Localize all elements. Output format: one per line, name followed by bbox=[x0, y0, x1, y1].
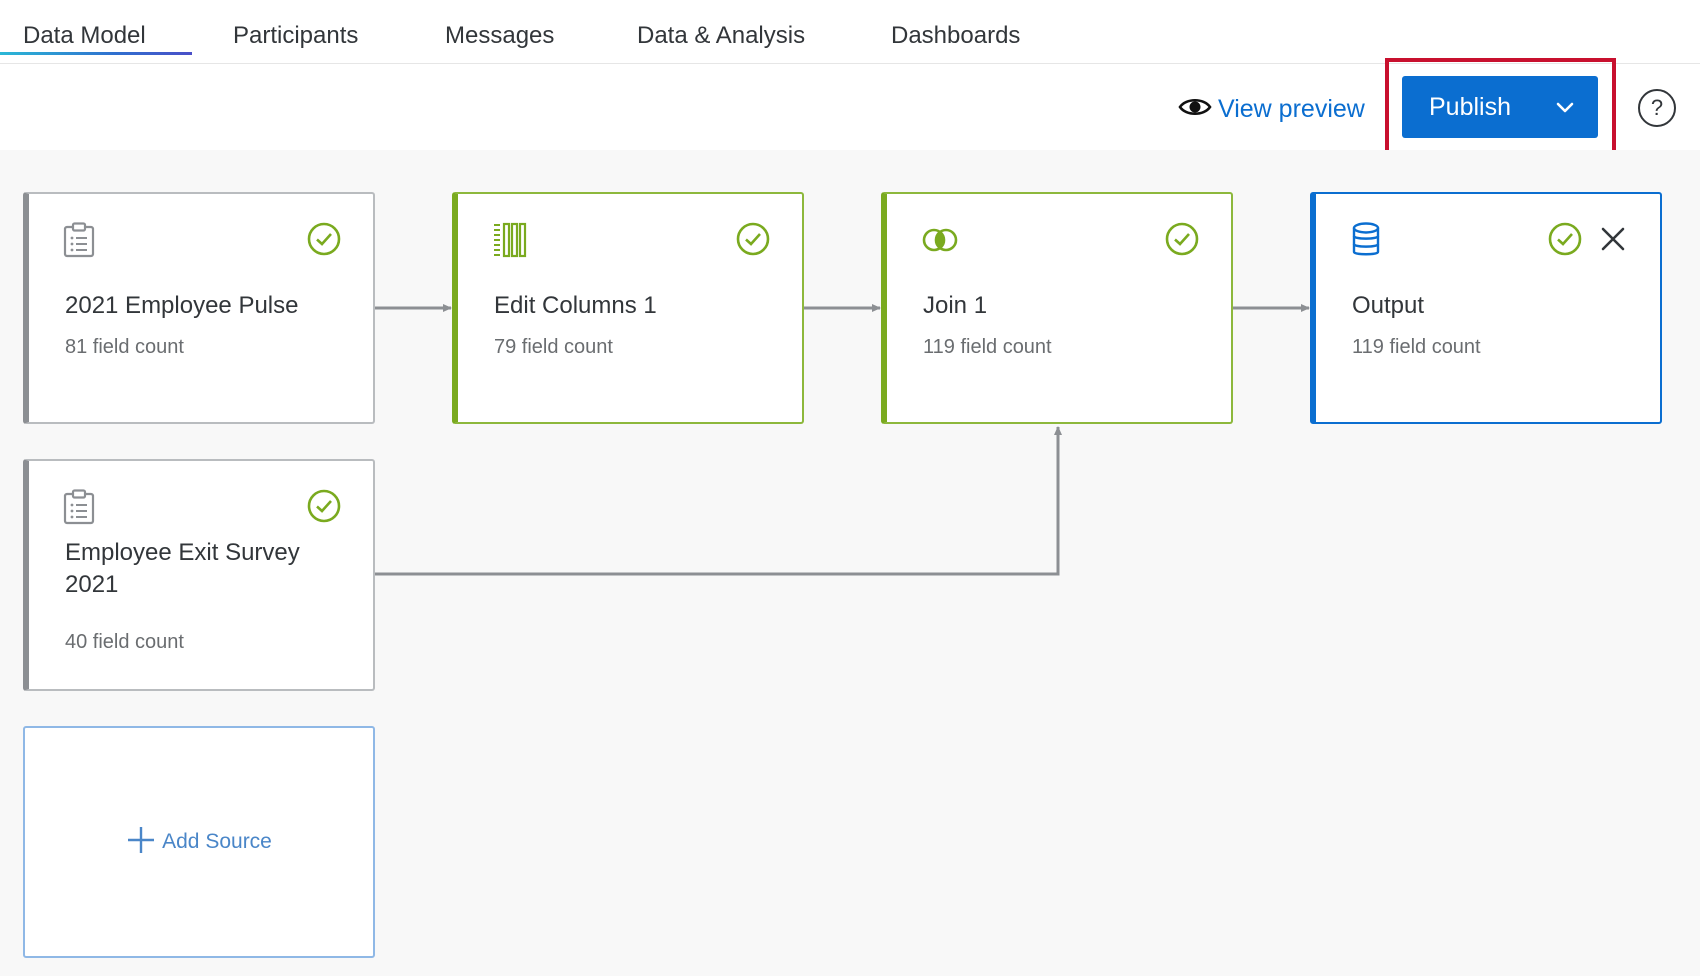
clipboard-icon bbox=[63, 489, 95, 530]
node-output[interactable]: Output 119 field count bbox=[1310, 192, 1662, 424]
close-icon[interactable] bbox=[1600, 226, 1626, 257]
node-field-count: 119 field count bbox=[923, 336, 1052, 358]
node-field-count: 81 field count bbox=[65, 336, 184, 358]
join-icon bbox=[921, 222, 959, 263]
check-circle-icon bbox=[736, 222, 770, 261]
tab-data-analysis[interactable]: Data & Analysis bbox=[637, 22, 806, 49]
node-field-count: 40 field count bbox=[65, 631, 184, 653]
toolbar: View preview Publish ? bbox=[0, 58, 1700, 154]
view-preview-button[interactable]: View preview bbox=[1178, 92, 1365, 126]
database-icon bbox=[1350, 222, 1382, 263]
publish-label: Publish bbox=[1429, 92, 1511, 121]
tab-messages[interactable]: Messages bbox=[445, 22, 555, 49]
node-title: Join 1 bbox=[923, 292, 988, 319]
columns-icon bbox=[492, 222, 528, 263]
check-circle-icon bbox=[307, 222, 341, 261]
chevron-down-icon[interactable] bbox=[1554, 96, 1576, 123]
node-source-exit-survey[interactable]: Employee Exit Survey 2021 40 field count bbox=[23, 459, 375, 691]
tab-dashboards[interactable]: Dashboards bbox=[891, 22, 1021, 49]
node-title: Employee Exit Survey 2021 bbox=[65, 539, 300, 598]
view-preview-label: View preview bbox=[1218, 94, 1365, 123]
node-edit-columns[interactable]: Edit Columns 1 79 field count bbox=[452, 192, 804, 424]
clipboard-icon bbox=[63, 222, 95, 263]
node-join[interactable]: Join 1 119 field count bbox=[881, 192, 1233, 424]
node-field-count: 119 field count bbox=[1352, 336, 1481, 358]
check-circle-icon bbox=[307, 489, 341, 528]
node-title: Output bbox=[1352, 292, 1425, 319]
publish-button[interactable]: Publish bbox=[1402, 76, 1598, 138]
plus-icon bbox=[126, 825, 156, 860]
top-tab-bar: Data Model Participants Messages Data & … bbox=[0, 0, 1700, 64]
node-title: 2021 Employee Pulse bbox=[65, 292, 299, 319]
node-title: Edit Columns 1 bbox=[494, 292, 657, 319]
eye-icon bbox=[1178, 96, 1212, 123]
help-icon[interactable]: ? bbox=[1638, 89, 1676, 127]
check-circle-icon bbox=[1165, 222, 1199, 261]
active-tab-indicator bbox=[0, 52, 192, 55]
tab-data-model[interactable]: Data Model bbox=[23, 22, 146, 49]
add-source-label: Add Source bbox=[162, 830, 272, 853]
add-source-button[interactable]: Add Source bbox=[23, 726, 375, 958]
node-source-employee-pulse[interactable]: 2021 Employee Pulse 81 field count bbox=[23, 192, 375, 424]
tab-participants[interactable]: Participants bbox=[233, 22, 359, 49]
check-circle-icon bbox=[1548, 222, 1582, 261]
node-field-count: 79 field count bbox=[494, 336, 613, 358]
